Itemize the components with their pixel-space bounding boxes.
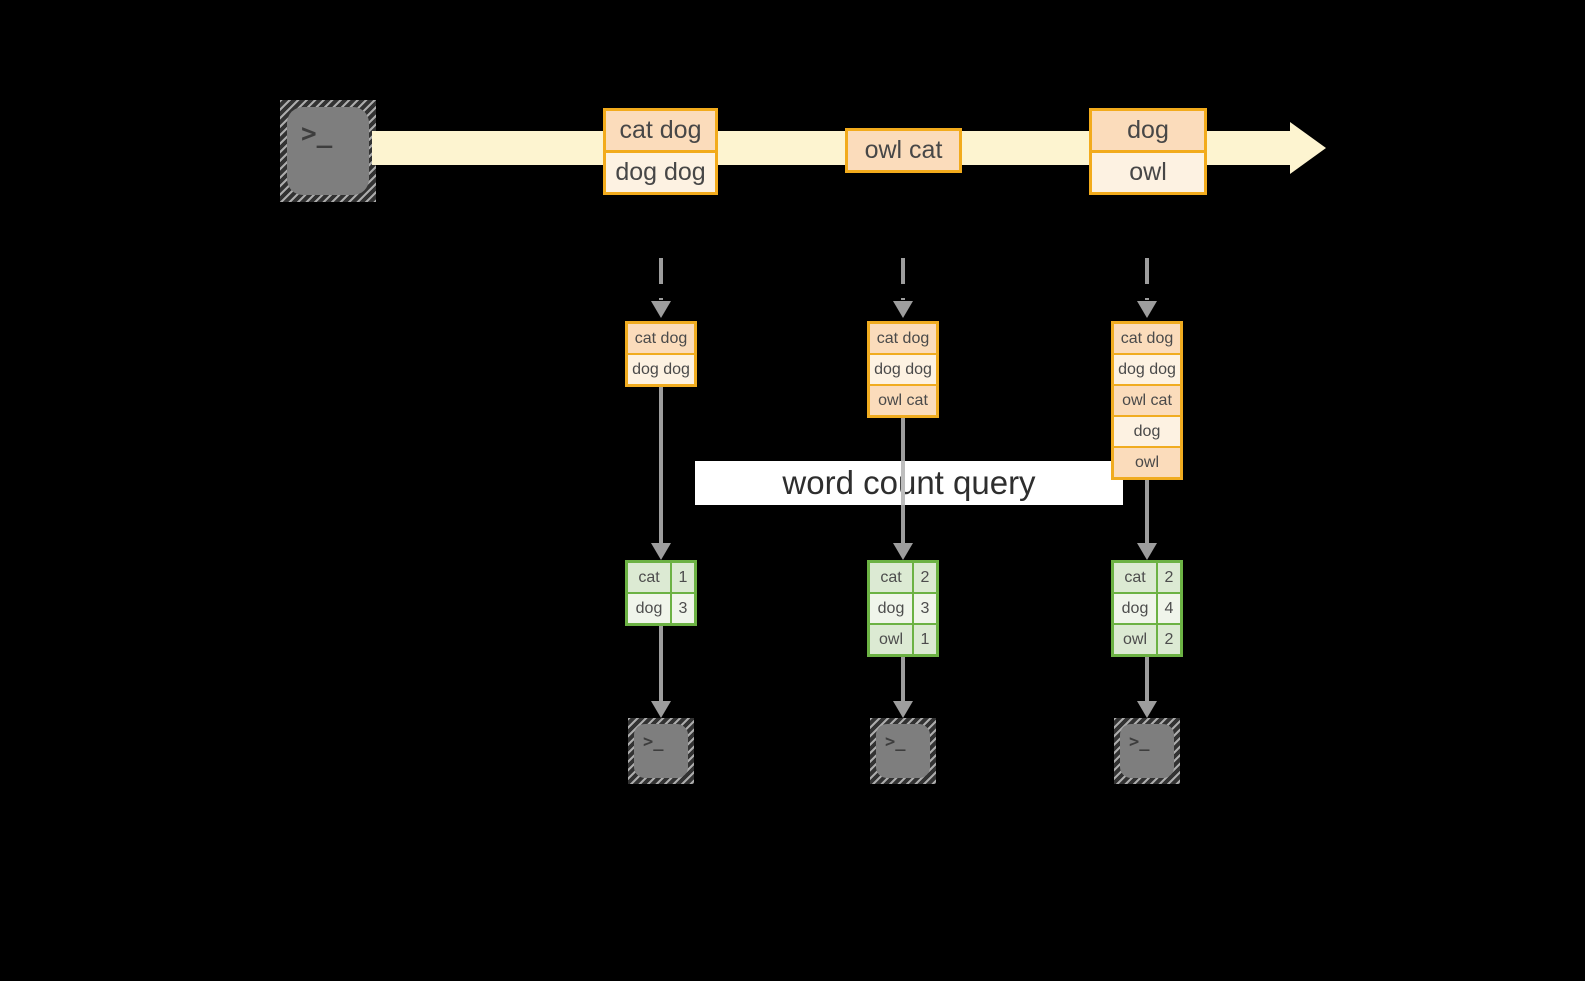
record-line: dog — [1092, 111, 1204, 150]
flow-line — [901, 657, 905, 702]
count-word: cat — [628, 563, 672, 592]
arrowhead-icon — [1137, 301, 1157, 318]
arrowhead-icon — [651, 701, 671, 718]
terminal-source-icon: >_ — [280, 100, 376, 202]
stream-record-1: cat dog dog dog — [603, 108, 718, 195]
terminal-sink-icon: >_ — [870, 718, 936, 784]
arrowhead-icon — [1137, 701, 1157, 718]
terminal-prompt-glyph: >_ — [287, 107, 369, 195]
count-row: owl 1 — [870, 623, 936, 654]
arrowhead-icon — [893, 301, 913, 318]
count-word: dog — [628, 594, 672, 623]
stream-record-2: owl cat — [845, 128, 962, 173]
arrowhead-icon — [651, 301, 671, 318]
count-row: dog 3 — [628, 592, 694, 623]
state-row: cat dog — [870, 324, 936, 353]
count-row: cat 2 — [1114, 563, 1180, 592]
state-row: dog dog — [1114, 353, 1180, 384]
count-table-1: cat 1 dog 3 — [625, 560, 697, 626]
terminal-sink-icon: >_ — [628, 718, 694, 784]
count-word: dog — [1114, 594, 1158, 623]
count-value: 4 — [1164, 600, 1174, 617]
arrowhead-icon — [893, 701, 913, 718]
terminal-prompt-glyph: >_ — [876, 724, 930, 778]
arrowhead-icon — [651, 543, 671, 560]
count-row: owl 2 — [1114, 623, 1180, 654]
record-line: cat dog — [606, 111, 715, 150]
state-row: cat dog — [628, 324, 694, 353]
state-box-2: cat dog dog dog owl cat — [867, 321, 939, 418]
count-value: 3 — [920, 600, 930, 617]
state-row: owl cat — [870, 384, 936, 415]
count-word: cat — [1114, 563, 1158, 592]
arrowhead-icon — [893, 543, 913, 560]
query-label-text: word count query — [782, 464, 1036, 501]
dashed-arrow-line — [1145, 258, 1149, 300]
state-row: dog dog — [628, 353, 694, 384]
stream-record-3: dog owl — [1089, 108, 1207, 195]
terminal-prompt-glyph: >_ — [634, 724, 688, 778]
count-word: cat — [870, 563, 914, 592]
count-table-2: cat 2 dog 3 owl 1 — [867, 560, 939, 657]
state-row: owl cat — [1114, 384, 1180, 415]
state-row: dog — [1114, 415, 1180, 446]
count-value: 2 — [1164, 569, 1174, 586]
count-row: cat 1 — [628, 563, 694, 592]
count-value: 3 — [678, 600, 688, 617]
count-word: dog — [870, 594, 914, 623]
state-row: dog dog — [870, 353, 936, 384]
terminal-sink-icon: >_ — [1114, 718, 1180, 784]
dashed-arrow-line — [659, 258, 663, 300]
count-value: 1 — [920, 631, 930, 648]
query-label-banner: word count query — [695, 461, 1123, 505]
count-word: owl — [870, 625, 914, 654]
state-box-1: cat dog dog dog — [625, 321, 697, 387]
count-row: dog 4 — [1114, 592, 1180, 623]
flow-line — [1145, 657, 1149, 702]
arrowhead-icon — [1137, 543, 1157, 560]
state-row: owl — [1114, 446, 1180, 477]
flow-line — [659, 626, 663, 702]
count-row: cat 2 — [870, 563, 936, 592]
state-box-3: cat dog dog dog owl cat dog owl — [1111, 321, 1183, 480]
flow-line-overlay — [901, 461, 905, 505]
record-line: dog dog — [606, 150, 715, 192]
record-line: owl cat — [848, 131, 959, 170]
count-value: 2 — [1164, 631, 1174, 648]
flow-line — [1145, 480, 1149, 544]
count-table-3: cat 2 dog 4 owl 2 — [1111, 560, 1183, 657]
dashed-arrow-line — [901, 258, 905, 300]
terminal-prompt-glyph: >_ — [1120, 724, 1174, 778]
record-line: owl — [1092, 150, 1204, 192]
count-word: owl — [1114, 625, 1158, 654]
flow-line — [659, 387, 663, 544]
count-value: 2 — [920, 569, 930, 586]
count-row: dog 3 — [870, 592, 936, 623]
stream-arrowhead-icon — [1290, 122, 1326, 174]
state-row: cat dog — [1114, 324, 1180, 353]
count-value: 1 — [678, 569, 688, 586]
